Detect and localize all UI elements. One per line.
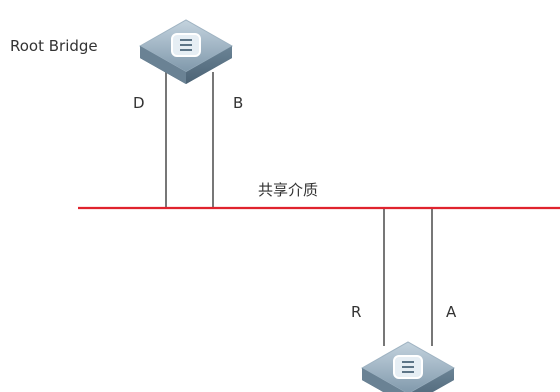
root-switch-icon <box>138 19 234 84</box>
port-label-r: R <box>351 303 361 321</box>
root-bridge-label: Root Bridge <box>10 37 98 55</box>
port-label-d: D <box>133 94 145 112</box>
lower-switch-icon <box>360 341 456 392</box>
port-label-a: A <box>446 303 457 321</box>
shared-medium-label: 共享介质 <box>258 181 318 199</box>
port-label-b: B <box>233 94 243 112</box>
